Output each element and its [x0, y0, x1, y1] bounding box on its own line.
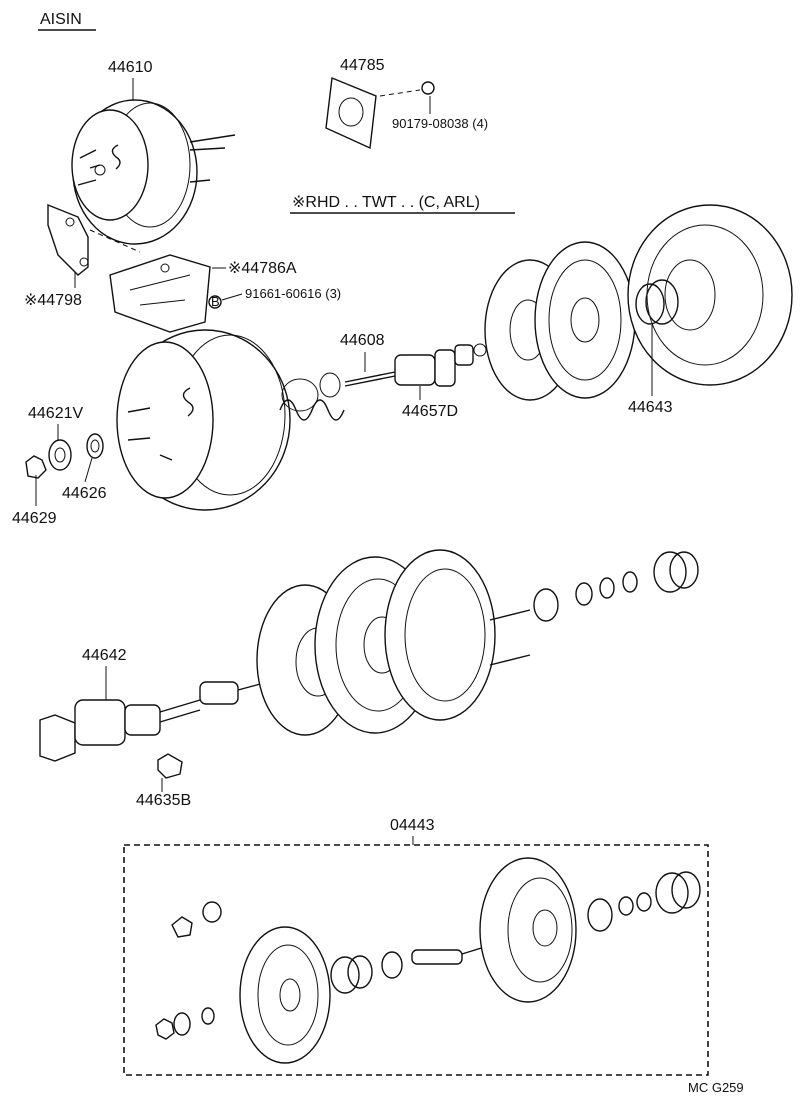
seal-set-a [533, 551, 699, 622]
valve-body-44657D [394, 343, 487, 387]
booster-body-main [116, 329, 291, 511]
gasket-plate-44785 [325, 77, 377, 150]
kit-box-04443 [123, 844, 709, 1076]
kit-seal-pair [330, 951, 403, 994]
variant-note: ※RHD . . TWT . . (C, ARL) [292, 194, 480, 211]
leader-44626 [84, 457, 93, 483]
pushrod-44608 [344, 371, 396, 387]
key-44635B [157, 753, 183, 779]
part-label-44621V: 44621V [28, 405, 83, 422]
svg-text:B: B [211, 294, 220, 309]
leader-91661 [221, 293, 243, 301]
part-label-44629: 44629 [12, 510, 57, 527]
part-label-44798: ※44798 [24, 292, 82, 309]
part-label-44626: 44626 [62, 485, 107, 502]
bracket-44798 [47, 203, 89, 276]
bolt-91661: B [208, 294, 222, 309]
booster-assembly-44610 [71, 99, 236, 245]
leader-dashed-bracket [89, 229, 141, 253]
return-spring [279, 372, 345, 421]
seal-44621V [48, 439, 72, 471]
kit-diaphragm-left [239, 926, 331, 1064]
ring-44626 [86, 433, 104, 459]
front-shell [384, 549, 531, 721]
part-label-44635B: 44635B [136, 792, 191, 809]
bracket-44786A [109, 254, 211, 333]
rear-shell-44643 [627, 204, 793, 386]
diaphragm-plate-b [534, 241, 636, 399]
leader-dashed-gasket [379, 89, 421, 97]
kit-small-seals [155, 1007, 215, 1040]
part-label-44785: 44785 [340, 57, 385, 74]
part-label-44786A: ※44786A [228, 260, 297, 277]
nut-90179 [421, 81, 435, 95]
kit-key [171, 901, 222, 938]
part-label-44643: 44643 [628, 399, 673, 416]
kit-seal-set [587, 871, 701, 932]
part-label-90179: 90179-08038 (4) [392, 116, 488, 131]
retainer-44629 [25, 455, 47, 479]
part-label-91661: 91661-60616 (3) [245, 286, 341, 301]
part-label-04443: 04443 [390, 817, 435, 834]
valve-housing-44642 [39, 675, 291, 762]
kit-diaphragm-right [479, 857, 577, 1003]
part-label-44610: 44610 [108, 59, 153, 76]
part-label-44608: 44608 [340, 332, 385, 349]
part-label-44642: 44642 [82, 647, 127, 664]
brand-label: AISIN [40, 11, 82, 28]
diagram-code: MC G259 [688, 1080, 744, 1095]
part-label-44657D: 44657D [402, 403, 458, 420]
